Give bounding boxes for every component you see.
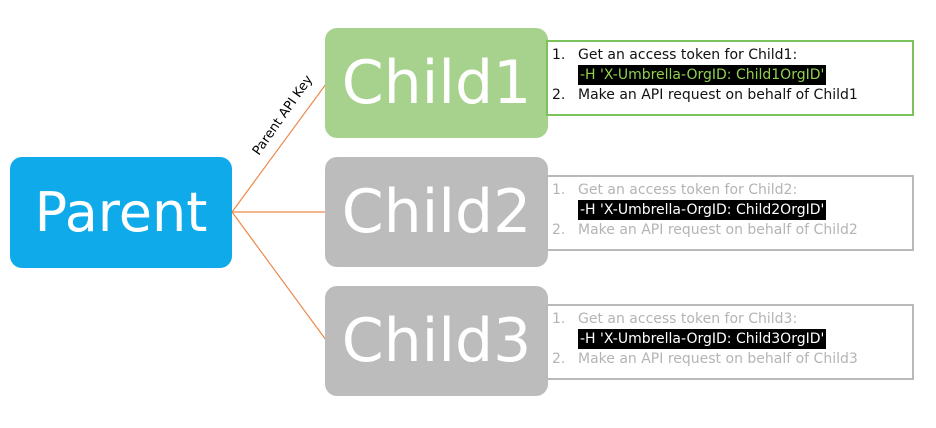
step-number: 2. [552, 351, 566, 367]
child2-instructions: 1. Get an access token for Child2: -H 'X… [546, 175, 914, 251]
step-number: 2. [552, 87, 566, 103]
step-text: Make an API request on behalf of Child3 [578, 351, 858, 367]
child1-instructions: 1. Get an access token for Child1: -H 'X… [546, 40, 914, 116]
step-number: 2. [552, 222, 566, 238]
step-item: 1. Get an access token for Child1: [552, 45, 912, 65]
child1-label: Child1 [341, 48, 532, 118]
step-item: 2. Make an API request on behalf of Chil… [552, 349, 912, 369]
step-text: Get an access token for Child1: [578, 47, 798, 63]
orgid-header-code: -H 'X-Umbrella-OrgID: Child3OrgID' [578, 329, 827, 349]
connector-to-child3 [231, 211, 327, 341]
step-item: 1. Get an access token for Child2: [552, 180, 912, 200]
step-item: 1. Get an access token for Child3: [552, 309, 912, 329]
step-text: Make an API request on behalf of Child1 [578, 87, 858, 103]
step-item: 2. Make an API request on behalf of Chil… [552, 85, 912, 105]
child2-node: Child2 [325, 157, 548, 267]
parent-label: Parent [34, 181, 208, 244]
step-text: Make an API request on behalf of Child2 [578, 222, 858, 238]
step-number: 1. [552, 182, 566, 198]
parent-node: Parent [10, 157, 232, 268]
orgid-header-code: -H 'X-Umbrella-OrgID: Child2OrgID' [578, 200, 827, 220]
child3-node: Child3 [325, 286, 548, 396]
child2-label: Child2 [341, 177, 532, 247]
child3-label: Child3 [341, 306, 532, 376]
orgid-header-code: -H 'X-Umbrella-OrgID: Child1OrgID' [578, 65, 827, 85]
step-number: 1. [552, 311, 566, 327]
step-text: Get an access token for Child3: [578, 311, 798, 327]
step-item: 2. Make an API request on behalf of Chil… [552, 220, 912, 240]
step-text: Get an access token for Child2: [578, 182, 798, 198]
child1-node: Child1 [325, 28, 548, 138]
step-number: 1. [552, 47, 566, 63]
connector-to-child1 [231, 83, 327, 213]
child3-instructions: 1. Get an access token for Child3: -H 'X… [546, 304, 914, 380]
